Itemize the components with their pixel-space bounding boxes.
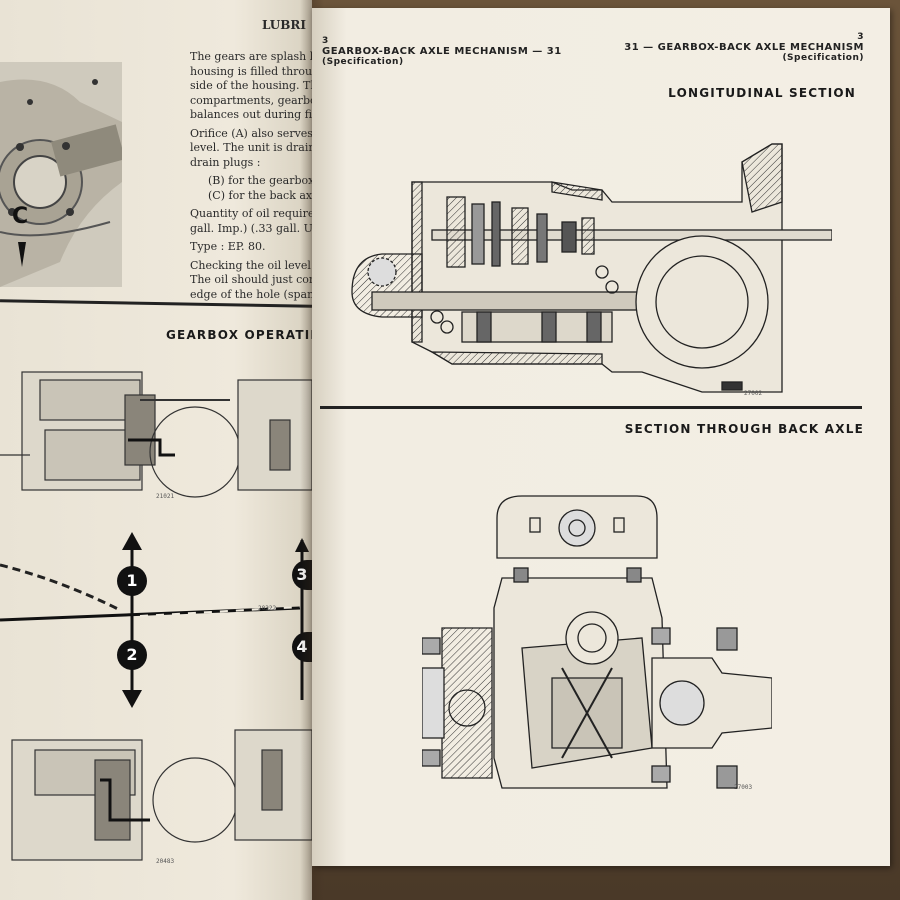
- header-right-title: 31 — GEARBOX-BACK AXLE MECHANISM: [624, 42, 864, 53]
- right-page: 3 GEARBOX-BACK AXLE MECHANISM — 31 (Spec…: [312, 8, 890, 866]
- lubrication-text: The gears are splash lubri housing is fi…: [190, 50, 312, 302]
- text-line: (C) for the back axle,: [208, 188, 312, 202]
- text-line: gall. Imp.) (.33 gall. U.S.: [190, 221, 312, 235]
- page-number-right: 3: [857, 32, 864, 42]
- text-line: drain plugs :: [190, 155, 261, 169]
- text-line: Quantity of oil required : (: [190, 207, 312, 220]
- position-badge-3: 3: [292, 560, 312, 590]
- fig-ref: 21021: [156, 493, 175, 500]
- position-badge-1: 1: [117, 566, 147, 596]
- text-line: (B) for the gearbox,: [208, 174, 312, 187]
- text-line: balances out during fillin: [190, 108, 312, 121]
- header-right-sub: (Specification): [782, 53, 864, 63]
- text-line: Orifice (A) also serves to c: [190, 126, 312, 140]
- gearbox-operating-diagrams: [0, 371, 312, 861]
- text-line: The oil should just come up: [190, 273, 312, 286]
- photo-label-c: C: [12, 204, 29, 229]
- left-section-title: GEARBOX OPERATING DI: [166, 328, 355, 342]
- section-title-longitudinal: LONGITUDINAL SECTION: [668, 86, 856, 100]
- text-line: level. The unit is drained: [190, 141, 312, 154]
- back-axle-section-diagram: [422, 495, 772, 789]
- oil-drain-photo: [0, 62, 122, 287]
- header-left-title: GEARBOX-BACK AXLE MECHANISM — 31: [322, 46, 562, 57]
- position-badge-2: 2: [117, 640, 147, 670]
- page-number-left: 3: [322, 36, 329, 46]
- header-left: 3 GEARBOX-BACK AXLE MECHANISM — 31 (Spec…: [322, 36, 562, 67]
- fig-ref: 27003: [734, 784, 753, 791]
- text-line: Type : EP. 80.: [190, 240, 266, 253]
- text-line: edge of the hole (spanner E.1: [190, 287, 312, 301]
- text-line: compartments, gearbox an: [190, 93, 312, 107]
- text-line: housing is filled through: [190, 64, 312, 78]
- text-line: side of the housing. The oil: [190, 79, 312, 92]
- right-page-rule: [320, 406, 862, 409]
- header-left-sub: (Specification): [322, 57, 404, 67]
- left-corner-heading: LUBRI: [262, 18, 306, 32]
- section-title-back-axle: SECTION THROUGH BACK AXLE: [624, 422, 864, 436]
- text-line: Checking the oil level : rem: [190, 258, 312, 272]
- left-page: C LUBRI The gears are splash lubri housi…: [0, 0, 354, 900]
- text-line: The gears are splash lubri: [190, 50, 312, 63]
- longitudinal-section-diagram: [351, 143, 832, 393]
- position-badge-4: 4: [292, 632, 312, 662]
- fig-ref: 27002: [744, 390, 763, 397]
- fig-ref: 20483: [156, 858, 175, 865]
- header-right: 3 31 — GEARBOX-BACK AXLE MECHANISM (Spec…: [624, 32, 864, 63]
- fig-ref: 20322: [258, 605, 277, 612]
